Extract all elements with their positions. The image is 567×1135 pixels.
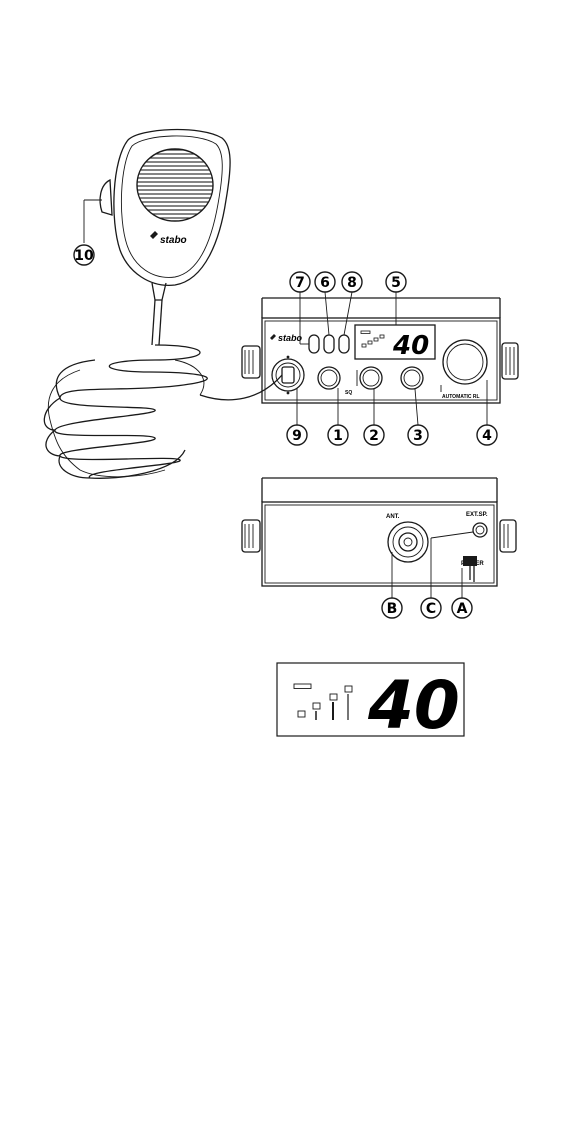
front-logo-mark-icon xyxy=(270,334,276,340)
toggle-button-7 xyxy=(309,335,319,353)
toggle-button-8 xyxy=(339,335,349,353)
detail-channel-readout: 40 xyxy=(367,667,460,744)
automatic-label: AUTOMATIC RL xyxy=(442,394,480,400)
svg-text:A: A xyxy=(457,601,468,617)
svg-text:9: 9 xyxy=(292,428,302,444)
power-connector xyxy=(463,556,477,566)
svg-text:7: 7 xyxy=(295,275,305,291)
toggle-button-6 xyxy=(324,335,334,353)
svg-text:B: B xyxy=(387,601,398,617)
ant-label: ANT. xyxy=(386,514,400,520)
front-channel-readout: 40 xyxy=(392,331,429,361)
mic-brand-logo: stabo xyxy=(160,235,187,246)
sq-label: SQ xyxy=(345,390,352,396)
svg-text:4: 4 xyxy=(482,428,492,444)
microphone-grille xyxy=(137,149,213,221)
svg-text:C: C xyxy=(426,601,436,617)
ptt-button xyxy=(100,180,112,215)
radio-rear-panel: ANT. EXT.SP. POWER xyxy=(242,478,516,586)
callout-10: 10 xyxy=(74,200,102,265)
logo-mark-icon xyxy=(150,231,158,239)
svg-text:5: 5 xyxy=(391,275,401,291)
svg-text:8: 8 xyxy=(347,275,357,291)
svg-text:2: 2 xyxy=(369,428,379,444)
antenna-socket xyxy=(388,522,428,562)
svg-text:3: 3 xyxy=(413,428,423,444)
svg-text:1: 1 xyxy=(333,428,343,444)
coiled-cord xyxy=(44,345,282,478)
ext-speaker-jack xyxy=(473,523,487,537)
radio-front-panel: stabo 40 SQ AUTOMATIC RL xyxy=(242,298,518,403)
mic-socket xyxy=(272,359,304,391)
svg-text:10: 10 xyxy=(74,248,94,264)
svg-text:6: 6 xyxy=(320,275,330,291)
display-detail: 40 xyxy=(277,663,464,744)
microphone: stabo xyxy=(100,130,230,300)
channel-knob xyxy=(443,340,487,384)
front-brand-logo: stabo xyxy=(278,333,303,343)
ext-sp-label: EXT.SP. xyxy=(466,512,488,518)
